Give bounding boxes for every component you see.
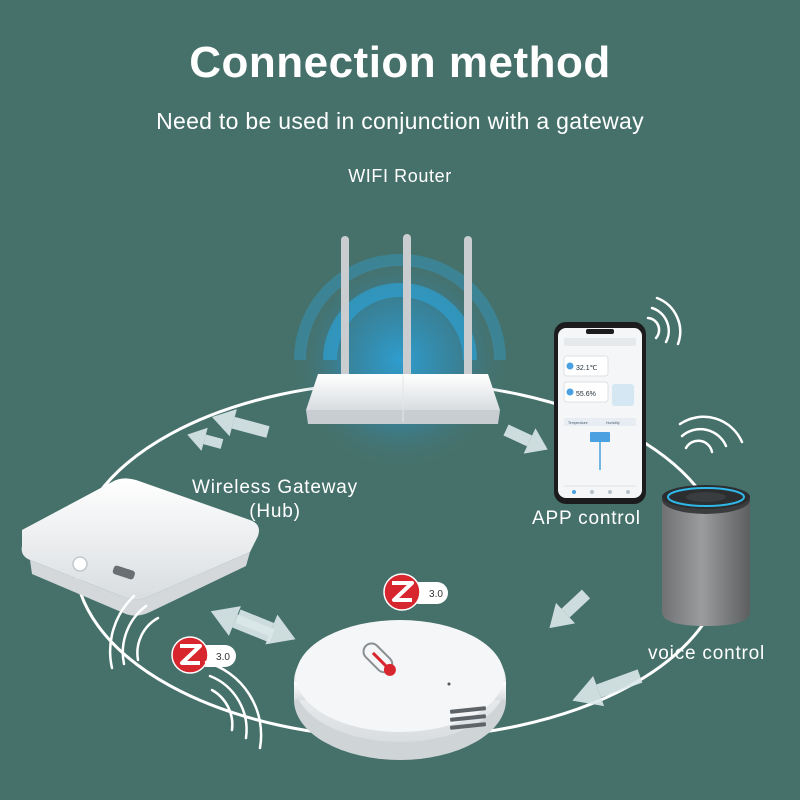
phone-tab-temperature: Temperature [568,421,588,425]
gateway-signal-waves [108,594,160,670]
thermometer-icon [362,642,396,676]
phone-temperature: 32.1℃ [576,365,598,372]
zigbee-badge-gateway: 3.0 [171,636,236,674]
arrow-phone-to-sensor [572,669,643,707]
arrow-speaker-to-sensor [549,589,591,629]
zigbee-icon-2 [180,644,202,665]
page-title: Connection method [189,38,611,87]
smartphone: 32.1℃ 55.6% Temperature Humidity [554,322,646,504]
sensor-signal-waves [204,660,263,750]
wireless-gateway-hub [21,478,259,616]
smart-speaker [662,485,750,626]
app-control-label: APP control [532,508,641,529]
router-label: WIFI Router [348,166,452,186]
zigbee-version-label: 3.0 [429,589,443,600]
arrow-router-to-gateway-2 [187,427,224,451]
zigbee-icon [392,581,414,602]
gateway-label-line2: (Hub) [249,501,301,522]
arrow-router-to-gateway [211,409,270,438]
phone-signal-icon [646,296,682,346]
gateway-label: Wireless Gateway (Hub) [180,476,370,524]
temperature-humidity-sensor [294,620,506,760]
wifi-signal-glow [290,250,510,470]
speaker-signal-icon [678,415,744,454]
wifi-router [306,234,500,424]
zigbee-badge-sensor: 3.0 [383,573,448,611]
phone-humidity: 55.6% [576,391,596,398]
voice-control-label: voice control [648,643,766,664]
phone-tab-humidity: Humidity [606,421,620,425]
page-subtitle: Need to be used in conjunction with a ga… [156,108,644,134]
arrow-gateway-to-sensor [235,609,296,645]
zigbee-version-label-2: 3.0 [216,652,230,663]
arrow-router-to-phone [503,424,548,454]
gateway-label-line1: Wireless Gateway [192,477,358,498]
sensor-vent [449,706,487,730]
